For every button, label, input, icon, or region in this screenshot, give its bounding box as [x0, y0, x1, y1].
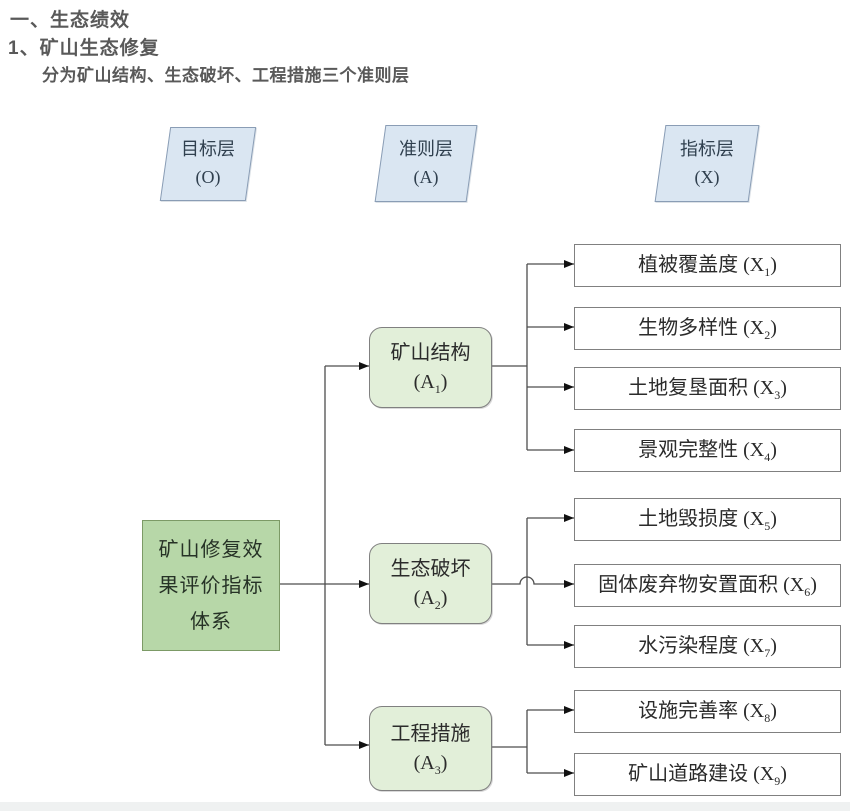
criteria-name: 生态破坏 [390, 557, 471, 580]
layer-header-objective: 目标层 (O) [159, 127, 257, 201]
layer-header-text: 准则层 (A) [399, 138, 453, 187]
indicator-box-x7: 水污染程度 (X7) [574, 625, 841, 668]
criteria-code: (A3) [413, 751, 448, 777]
indicator-box-x9: 矿山道路建设 (X9) [574, 753, 841, 796]
indicator-box-x5: 土地毁损度 (X5) [574, 498, 841, 541]
indicator-box-x2: 生物多样性 (X2) [574, 307, 841, 350]
criteria-name: 工程措施 [390, 722, 471, 745]
layer-header-indicator: 指标层 (X) [654, 125, 760, 202]
criteria-box-a1: 矿山结构 (A1) [369, 327, 492, 408]
layer-header-criteria: 准则层 (A) [374, 125, 478, 202]
criteria-name: 矿山结构 [390, 341, 471, 364]
goal-box-line: 矿山修复效 [158, 538, 264, 561]
goal-box-line: 体系 [190, 610, 232, 633]
goal-box: 矿山修复效 果评价指标 体系 [142, 520, 280, 651]
description-text: 分为矿山结构、生态破坏、工程措施三个准则层 [42, 66, 410, 85]
page-bottom-strip [0, 802, 850, 811]
section-heading: 一、生态绩效 [10, 10, 131, 31]
criteria-box-a3: 工程措施 (A3) [369, 706, 492, 791]
indicator-box-x3: 土地复垦面积 (X3) [574, 367, 841, 410]
criteria-code: (A2) [413, 586, 448, 612]
indicator-box-x6: 固体废弃物安置面积 (X6) [574, 564, 841, 607]
criteria-box-a2: 生态破坏 (A2) [369, 543, 492, 624]
connector-a2-to-x6 [490, 576, 574, 588]
indicator-box-x8: 设施完善率 (X8) [574, 690, 841, 733]
indicator-box-x1: 植被覆盖度 (X1) [574, 244, 841, 287]
layer-header-text: 指标层 (X) [680, 138, 734, 187]
criteria-code: (A1) [413, 370, 448, 396]
goal-box-line: 果评价指标 [158, 574, 264, 597]
subsection-heading: 1、矿山生态修复 [8, 38, 160, 59]
indicator-box-x4: 景观完整性 (X4) [574, 429, 841, 472]
layer-header-text: 目标层 (O) [181, 139, 235, 187]
